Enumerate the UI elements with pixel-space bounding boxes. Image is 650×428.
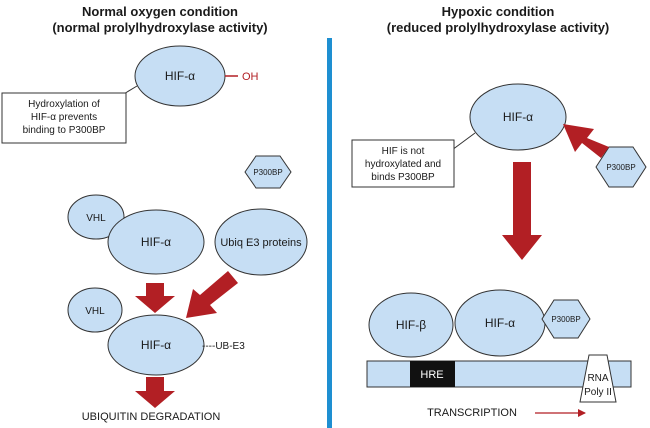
hre-label: HRE: [420, 369, 443, 381]
vhl-label-1: VHL: [86, 213, 106, 224]
hif-beta-label: HIF-β: [396, 318, 426, 332]
down-arrow-right: [502, 162, 542, 260]
right-callout-box: [351, 139, 455, 188]
right-title-line2: (reduced prolylhydroxylase activity): [387, 20, 610, 35]
hif-alpha-bottom-oval: [107, 314, 205, 376]
oh-label: OH: [242, 71, 259, 83]
right-callout-line1: HIF is not: [382, 146, 425, 157]
right-callout-line2: hydroxylated and: [365, 159, 441, 170]
rna-label-line1: RNA: [587, 373, 608, 384]
panel-divider: [327, 38, 332, 428]
p300bp-hexagon-bound: [541, 299, 591, 339]
down-arrow-left-top: [135, 283, 175, 313]
vhl-oval-1: [67, 194, 125, 240]
vhl-oval-2: [67, 287, 123, 333]
vhl-label-2: VHL: [85, 306, 105, 317]
ubiq-e3-oval: [214, 208, 308, 276]
p300bp-hexagon-left: [244, 155, 292, 189]
left-title-line1: Normal oxygen condition: [82, 4, 238, 19]
right-callout-connector: [451, 132, 476, 151]
ubiq-e3-label: Ubiq E3 proteins: [220, 237, 302, 249]
rna-poly-ii-shape: [579, 354, 617, 403]
hif-alpha-bottom-label: HIF-α: [141, 338, 171, 352]
left-callout-line1: Hydroxylation of: [28, 99, 100, 110]
hif-alpha-complex-label: HIF-α: [485, 316, 515, 330]
rna-label-line2: Poly II: [584, 387, 612, 398]
down-arrow-left-bottom: [135, 377, 175, 408]
p300bp-label-bound: P300BP: [551, 315, 580, 324]
hif-beta-oval: [368, 292, 454, 358]
hif-alpha-nonhydroxylated-label: HIF-α: [503, 110, 533, 124]
p300bp-label-left: P300BP: [253, 168, 282, 177]
diagonal-arrow-ubiq: [186, 271, 238, 318]
right-callout-line3: binds P300BP: [371, 172, 435, 183]
left-callout-line2: HIF-α prevents: [31, 112, 97, 123]
hre-block: [410, 361, 455, 387]
left-callout-line3: binding to P300BP: [23, 125, 106, 136]
hif-alpha-mid-label: HIF-α: [141, 235, 171, 249]
p300bp-label-free: P300BP: [606, 163, 635, 172]
transcription-label: TRANSCRIPTION: [427, 407, 517, 419]
hif-alpha-nonhydroxylated-oval: [469, 83, 567, 151]
ub-e3-label: ----UB-E3: [202, 341, 245, 352]
right-title-line1: Hypoxic condition: [442, 4, 555, 19]
hif-alpha-mid-oval: [107, 209, 205, 275]
arrow-p300bp-to-hif: [563, 124, 609, 158]
left-callout-box: [1, 92, 127, 144]
hif-alpha-hydroxylated-label: HIF-α: [165, 69, 195, 83]
left-title-line2: (normal prolylhydroxylase activity): [52, 20, 267, 35]
ubiquitin-degradation-label: UBIQUITIN DEGRADATION: [82, 411, 221, 423]
